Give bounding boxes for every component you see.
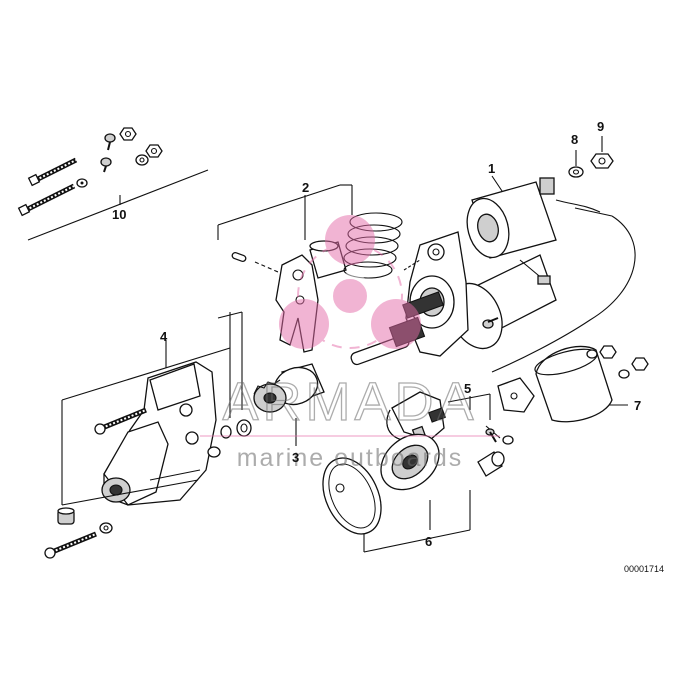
short-bolt <box>17 183 76 217</box>
long-bolt <box>27 157 78 187</box>
watermark-brand: ARMADA <box>222 372 477 432</box>
part-label-2: 2 <box>302 180 309 195</box>
part-label-10: 10 <box>112 207 126 222</box>
part-label-6: 6 <box>425 534 432 549</box>
drive-end-housing-4 <box>44 311 252 559</box>
washer <box>586 349 598 359</box>
part-label-9: 9 <box>597 119 604 134</box>
part-label-8: 8 <box>571 132 578 147</box>
brush-bracket <box>497 377 535 413</box>
bushing <box>236 419 252 437</box>
long-bolt <box>44 531 97 559</box>
washer <box>220 425 232 439</box>
screw <box>485 428 497 443</box>
part-label-3: 3 <box>292 450 299 465</box>
washer <box>99 522 113 534</box>
nut <box>599 345 617 359</box>
part-label-5: 5 <box>464 381 471 396</box>
nut <box>119 127 137 141</box>
long-bolt <box>94 407 147 435</box>
screw <box>104 133 116 151</box>
part-label-1: 1 <box>488 161 495 176</box>
diagram-reference-code: 00001714 <box>624 564 664 574</box>
part-label-4: 4 <box>160 329 168 344</box>
screw <box>482 317 499 329</box>
brush-holder-5 <box>386 377 535 477</box>
part-number-labels: 1 2 3 4 5 6 7 8 9 10 <box>112 119 641 549</box>
nut <box>631 357 649 371</box>
washer <box>76 178 88 188</box>
fastener-set-10 <box>17 127 209 241</box>
cable-lead <box>491 215 636 373</box>
commutator-end-plate-6 <box>322 433 471 553</box>
flower-logo-icon <box>279 215 421 349</box>
armada-watermark: ARMADA marine outboards <box>200 215 500 472</box>
washer <box>618 369 630 379</box>
washer <box>135 154 149 166</box>
nut-9 <box>590 136 614 169</box>
washer <box>502 435 514 445</box>
sleeve <box>477 451 505 477</box>
part-label-7: 7 <box>634 398 641 413</box>
washer-8 <box>568 150 584 178</box>
screw <box>100 157 112 173</box>
cover-band-7 <box>534 345 649 423</box>
lever-pin <box>231 251 247 263</box>
end-cap-ring <box>322 457 382 535</box>
bushing <box>57 507 75 525</box>
nut <box>145 144 163 158</box>
solenoid-switch-1 <box>466 175 613 259</box>
watermark-tagline: marine outboards <box>237 444 464 472</box>
washer <box>207 446 221 458</box>
pinion-clutch-3 <box>253 363 325 446</box>
